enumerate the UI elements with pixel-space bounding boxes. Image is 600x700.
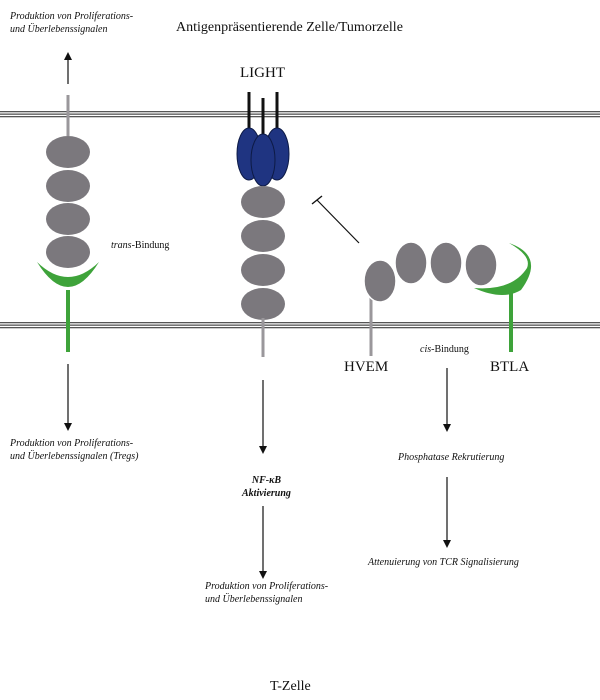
right-btla-receptor	[474, 243, 532, 352]
left-output-text: Produktion von Proliferations- und Überl…	[10, 437, 139, 463]
cis-binding-label: cis-Bindung	[420, 343, 469, 356]
top-left-signal-line-1: Produktion von Proliferations-	[10, 11, 134, 22]
cis-suffix: -Bindung	[431, 344, 469, 355]
top-left-signal-text: Produktion von Proliferations- und Überl…	[10, 10, 133, 36]
upper-membrane	[0, 111, 600, 118]
middle-output-line-2: und Überlebenssignalen	[205, 594, 303, 605]
lower-membrane	[0, 322, 600, 329]
bottom-title: T-Zelle	[270, 679, 311, 694]
left-output-line-2: und Überlebenssignalen (Tregs)	[10, 451, 139, 462]
inhibition-line	[311, 195, 360, 244]
left-hvem-receptor	[46, 95, 90, 268]
top-left-signal-line-2: und Überlebenssignalen	[10, 24, 108, 35]
middle-output-line-1: Produktion von Proliferations-	[205, 581, 329, 592]
btla-label: BTLA	[490, 359, 530, 375]
left-btla-receptor	[37, 262, 99, 352]
middle-output-text: Produktion von Proliferations- und Überl…	[205, 580, 328, 606]
left-output-line-1: Produktion von Proliferations-	[10, 438, 134, 449]
trans-binding-label: trans-Bindung	[111, 239, 169, 252]
trans-word: trans	[111, 240, 132, 251]
right-hvem-receptor	[363, 241, 498, 356]
attenuation-label: Attenuierung von TCR Signalisierung	[368, 557, 519, 568]
nfkb-line-1: NF-κB	[251, 475, 282, 486]
cis-word: cis	[420, 344, 432, 355]
light-trimer	[236, 92, 290, 187]
trans-suffix: -Bindung	[131, 240, 170, 251]
light-label: LIGHT	[240, 65, 285, 81]
hvem-label: HVEM	[344, 359, 389, 375]
top-title: Antigenpräsentierende Zelle/Tumorzelle	[176, 20, 403, 35]
phosphatase-label: Phosphatase Rekrutierung	[398, 452, 505, 463]
nfkb-activation-text: NF-κB Aktivierung	[242, 474, 291, 500]
nfkb-line-2: Aktivierung	[242, 488, 291, 499]
middle-hvem-receptor	[241, 186, 285, 357]
